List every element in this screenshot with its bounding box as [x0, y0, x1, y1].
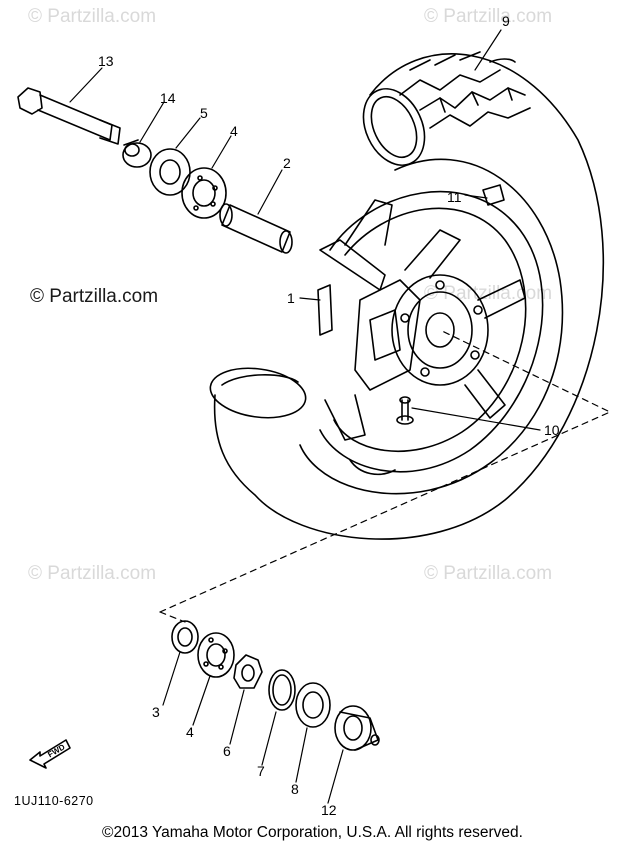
callout-5: 5 [200, 105, 208, 121]
diagram-code: 1UJ110-6270 [14, 794, 94, 808]
leader-lines [69, 29, 611, 804]
callout-6: 6 [223, 743, 231, 759]
callout-14: 14 [160, 90, 176, 106]
callout-10: 10 [544, 422, 560, 438]
oil-seal-bottom [295, 682, 331, 728]
spacer [219, 203, 293, 254]
collar-12 [334, 705, 380, 751]
oil-seal-top [149, 148, 191, 196]
wheel-rim [317, 190, 544, 476]
callout-13: 13 [98, 53, 114, 69]
callout-8: 8 [291, 781, 299, 797]
axle [17, 87, 121, 145]
callout-4-bottom: 4 [186, 724, 194, 740]
copyright-notice: ©2013 Yamaha Motor Corporation, U.S.A. A… [102, 824, 523, 841]
bearing-bottom [197, 632, 235, 678]
watermark-bottom-right: © Partzilla.com [424, 563, 553, 584]
callout-2: 2 [283, 155, 291, 171]
callout-3: 3 [152, 704, 160, 720]
valve-stem [396, 396, 414, 425]
callout-12: 12 [321, 802, 337, 818]
fwd-arrow-icon [29, 739, 71, 769]
circlip [268, 669, 296, 711]
callout-4-top: 4 [230, 123, 238, 139]
watermark-top-right: © Partzilla.com [424, 6, 553, 27]
watermark-main: © Partzilla.com [30, 286, 159, 307]
watermark-bottom-left: © Partzilla.com [28, 563, 157, 584]
tire [209, 51, 605, 540]
watermark-mid-right: © Partzilla.com [424, 283, 553, 304]
callout-1: 1 [287, 290, 295, 306]
collar-bottom [171, 620, 199, 654]
balance-weight [482, 184, 505, 206]
locking-plate [233, 654, 263, 689]
callout-7: 7 [257, 763, 265, 779]
callout-11: 11 [447, 189, 462, 205]
bearing-top [181, 167, 227, 219]
watermark-top-left: © Partzilla.com [28, 6, 157, 27]
collar [122, 139, 152, 168]
callout-9: 9 [502, 13, 510, 29]
